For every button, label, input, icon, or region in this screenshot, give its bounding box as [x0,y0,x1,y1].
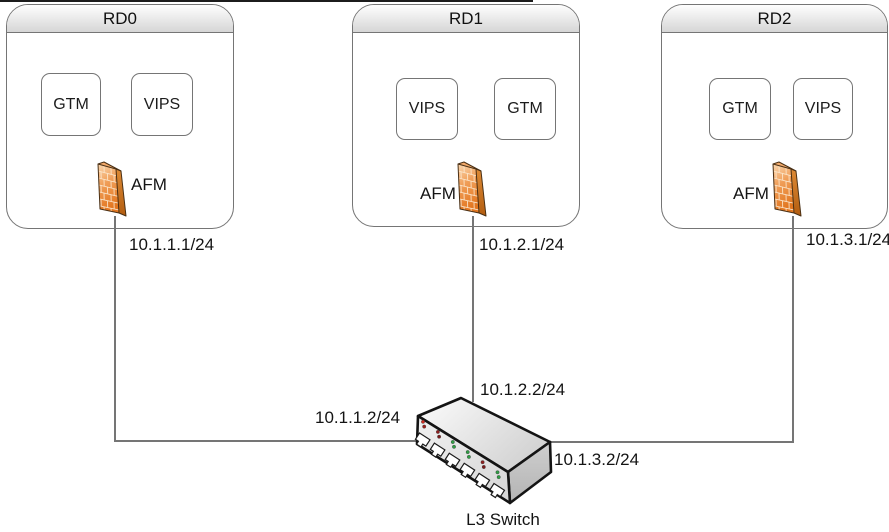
rd0-gtm-box: GTM [41,73,101,136]
rd1-self-ip-label: 10.1.2.1/24 [479,235,565,254]
port1-led-bottom [422,424,427,429]
rd2-container: RD2 GTM VIPS [661,4,888,229]
top-border-artifact [0,0,533,2]
switch-port [429,442,446,458]
rd0-gtm-label: GTM [53,95,89,113]
switch-port [489,482,506,499]
rd0-container: RD0 GTM VIPS [6,4,234,229]
port3-led-top [450,440,455,444]
rd0-afm-label: AFM [131,175,167,194]
rd0-self-ip-label: 10.1.1.1/24 [129,235,215,254]
rd2-title: RD2 [757,8,792,28]
rd0-title: RD0 [102,8,137,28]
rd1-afm-label: AFM [420,184,456,203]
rd1-gtm-label: GTM [507,100,543,117]
rd0-header: RD0 [7,5,233,33]
l3-switch-label: L3 Switch [466,510,540,529]
switch-ip-rd0-label: 10.1.1.2/24 [315,408,401,427]
switch-port [474,472,491,489]
rd1-vips-box: VIPS [396,78,458,140]
port6-led-bottom [496,475,501,479]
link-rd2-to-switch [549,216,794,443]
port2-led-top [435,429,440,434]
port6-led-top [495,470,500,475]
rd2-gtm-label: GTM [722,100,758,117]
rd1-gtm-box: GTM [494,78,556,140]
port4-led-top [465,450,470,454]
rd1-container: RD1 VIPS GTM [352,4,580,227]
rd2-gtm-box: GTM [709,78,771,140]
l3-switch-icon [414,396,553,505]
switch-ip-rd1-label: 10.1.2.2/24 [480,380,566,399]
switch-port [444,452,461,469]
port5-led-top [480,460,485,465]
rd1-vips-label: VIPS [408,100,446,117]
rd1-title: RD1 [448,8,483,28]
switch-port [459,462,476,479]
switch-ip-rd2-label: 10.1.3.2/24 [554,450,640,469]
port3-led-bottom [452,444,456,449]
port2-led-bottom [437,434,441,439]
port4-led-bottom [466,454,471,459]
rd2-afm-label: AFM [733,184,769,203]
rd0-vips-label: VIPS [143,95,181,113]
port1-led-top [421,419,425,424]
rd2-vips-label: VIPS [804,100,842,117]
rd2-header: RD2 [662,5,887,33]
switch-port [414,432,431,448]
rd0-vips-box: VIPS [131,73,193,136]
rd1-header: RD1 [353,5,579,33]
port5-led-bottom [481,465,486,469]
rd2-vips-box: VIPS [793,78,853,140]
rd2-self-ip-label: 10.1.3.1/24 [806,230,889,249]
